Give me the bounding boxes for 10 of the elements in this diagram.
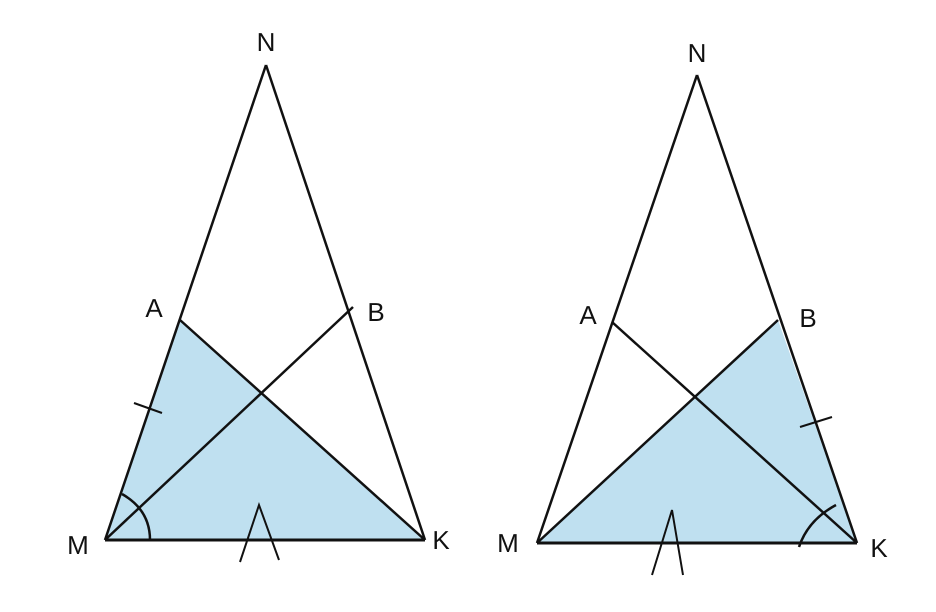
point-label: M (67, 532, 89, 558)
point-label: M (497, 530, 519, 556)
point-label: K (432, 527, 450, 553)
point-label: A (579, 302, 597, 328)
point-label: B (799, 305, 817, 331)
point-label: B (367, 299, 385, 325)
point-label: K (870, 535, 888, 561)
point-label: N (256, 29, 276, 55)
point-label: N (688, 40, 706, 66)
point-label: A (145, 295, 163, 321)
